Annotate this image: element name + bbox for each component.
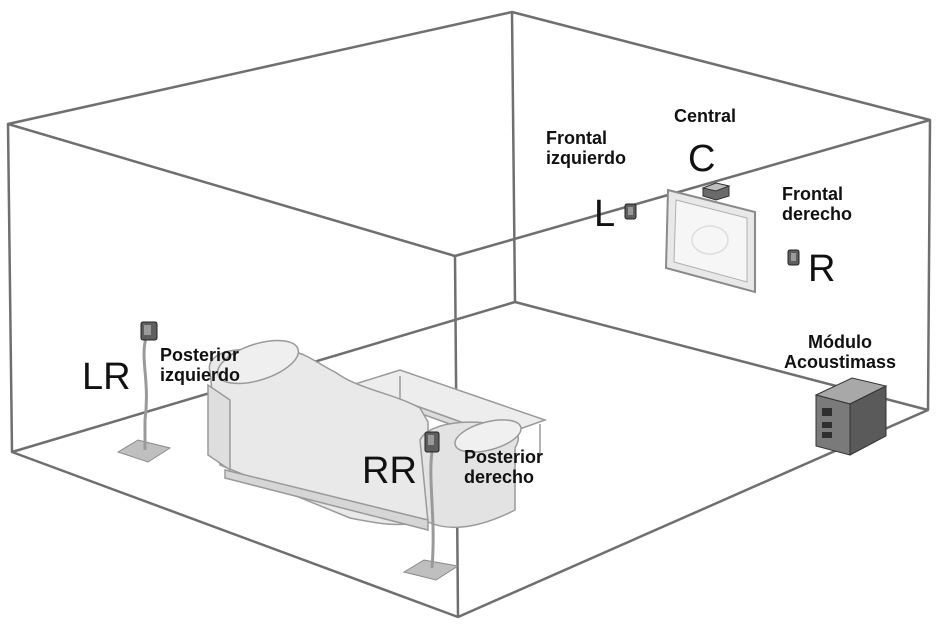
front-left-speaker-code: L — [594, 193, 616, 235]
module-name-line2: Acoustimass — [784, 352, 897, 373]
rear-left-stand-base — [116, 439, 172, 463]
front-left-speaker-icon — [624, 203, 637, 220]
rear-left-stand-pole — [142, 337, 148, 450]
front-left-name-line2: izquierdo — [546, 148, 626, 169]
tv-screen-glow — [691, 225, 729, 255]
front-right-name-line2: derecho — [782, 204, 853, 225]
module-port — [822, 408, 832, 416]
room-front-right-top-edge — [454, 118, 931, 258]
module-front — [815, 394, 851, 456]
sofa-base — [224, 469, 429, 531]
sofa-left-side — [207, 383, 231, 472]
rear-right-speaker-stand — [402, 431, 460, 581]
front-right-name-line1: Frontal — [782, 184, 843, 204]
television — [664, 188, 756, 294]
rear-left-name-line2: izquierdo — [160, 365, 240, 386]
sofa-left-arm-roll — [216, 339, 300, 385]
center-speaker-name: Central — [674, 106, 737, 126]
front-left-speaker-name: Frontal izquierdo — [546, 128, 626, 168]
acoustimass-module-name: Módulo Acoustimass — [784, 332, 896, 372]
rear-right-speaker-code: RR — [362, 450, 417, 492]
room-back-vertical-edge — [510, 11, 517, 303]
rear-left-speaker-name: Posterior izquierdo — [160, 345, 240, 385]
module-name-line1: Módulo — [808, 332, 873, 352]
acoustimass-module-icon — [814, 377, 888, 456]
rear-right-name-line1: Posterior — [464, 447, 544, 467]
tv-screen — [673, 199, 748, 283]
room-front-left-top-edge — [7, 122, 456, 258]
front-right-speaker-code: R — [808, 248, 836, 290]
rear-right-name-line2: derecho — [464, 467, 535, 488]
rear-right-speaker-name: Posterior derecho — [464, 447, 543, 487]
rear-right-stand-pole — [429, 451, 435, 569]
rear-right-stand-base — [402, 559, 460, 581]
center-speaker-code: C — [688, 138, 716, 180]
front-right-speaker-name: Frontal derecho — [782, 184, 852, 224]
sofa — [207, 339, 522, 531]
front-right-speaker-icon — [787, 249, 800, 266]
center-speaker-icon — [701, 182, 731, 201]
module-side — [849, 385, 887, 456]
sofa-right-arm-roll — [454, 419, 522, 453]
front-left-name-line1: Frontal — [546, 128, 607, 148]
rear-left-speaker-code: LR — [82, 356, 131, 398]
module-port — [822, 432, 832, 438]
rear-left-speaker-stand — [116, 321, 172, 463]
module-port — [822, 422, 832, 428]
rear-left-name-line1: Posterior — [160, 345, 240, 365]
